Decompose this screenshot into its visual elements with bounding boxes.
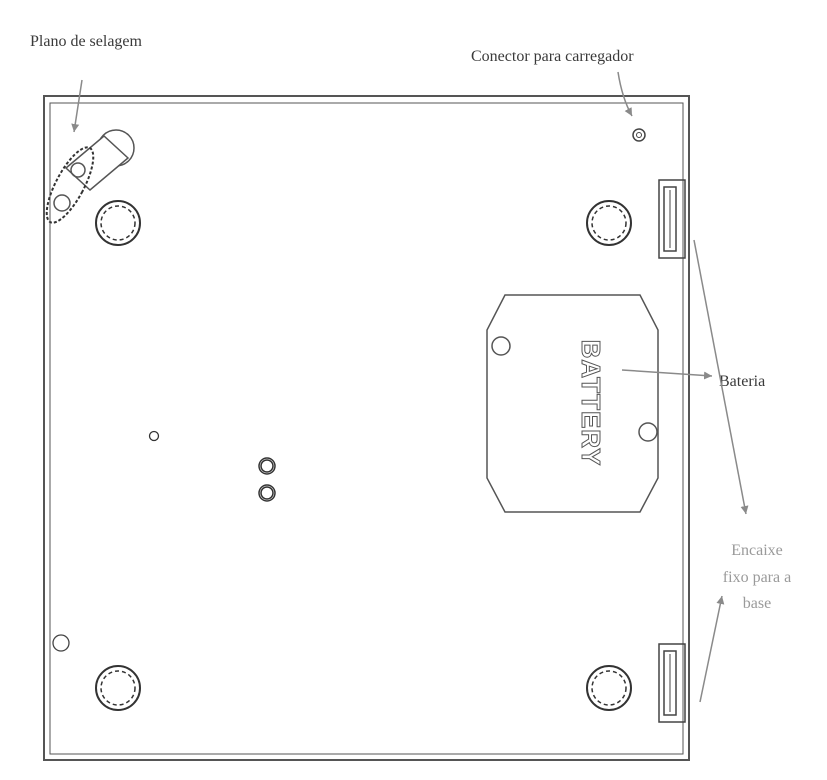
hex-holes xyxy=(258,457,276,502)
foot-top-right xyxy=(586,200,632,246)
foot-top-left xyxy=(95,200,141,246)
battery-cover-text: BATTERY xyxy=(576,340,606,467)
seal-hole-lower xyxy=(53,194,71,212)
label-fixed-fit-line-2: fixo para a xyxy=(723,569,791,586)
device-body xyxy=(43,95,690,761)
label-fixed-fit-line-3: base xyxy=(743,595,771,612)
foot-bottom-right xyxy=(586,665,632,711)
sealing-plane-highlight xyxy=(45,146,95,224)
foot-bottom-left xyxy=(95,665,141,711)
fixed-fit-clip-bottom xyxy=(658,643,686,723)
seal-hole-upper xyxy=(70,162,86,178)
device-inner-outline xyxy=(49,102,684,755)
label-charger-connector: Conector para carregador xyxy=(471,48,634,65)
battery-cover xyxy=(486,294,659,513)
battery-screw-top-left xyxy=(491,336,511,356)
battery-screw-bottom-right xyxy=(638,422,658,442)
hole-bottom-left xyxy=(52,634,70,652)
small-hole xyxy=(148,430,160,442)
arrow-battery xyxy=(621,369,713,380)
fixed-fit-clip-top xyxy=(658,179,686,259)
label-fixed-fit-line-1: Encaixe xyxy=(731,542,783,559)
arrow-fixed-fit-bottom xyxy=(699,595,725,703)
annotation-arrows xyxy=(71,71,749,703)
arrow-charger-connector xyxy=(617,71,633,117)
sealing-plane-feature xyxy=(45,129,135,224)
label-sealing-plane: Plano de selagem xyxy=(30,33,143,50)
arrow-fixed-fit-top xyxy=(693,239,749,515)
arrow-sealing-plane xyxy=(71,79,83,133)
charger-connector xyxy=(632,128,646,142)
label-battery: Bateria xyxy=(719,373,765,390)
